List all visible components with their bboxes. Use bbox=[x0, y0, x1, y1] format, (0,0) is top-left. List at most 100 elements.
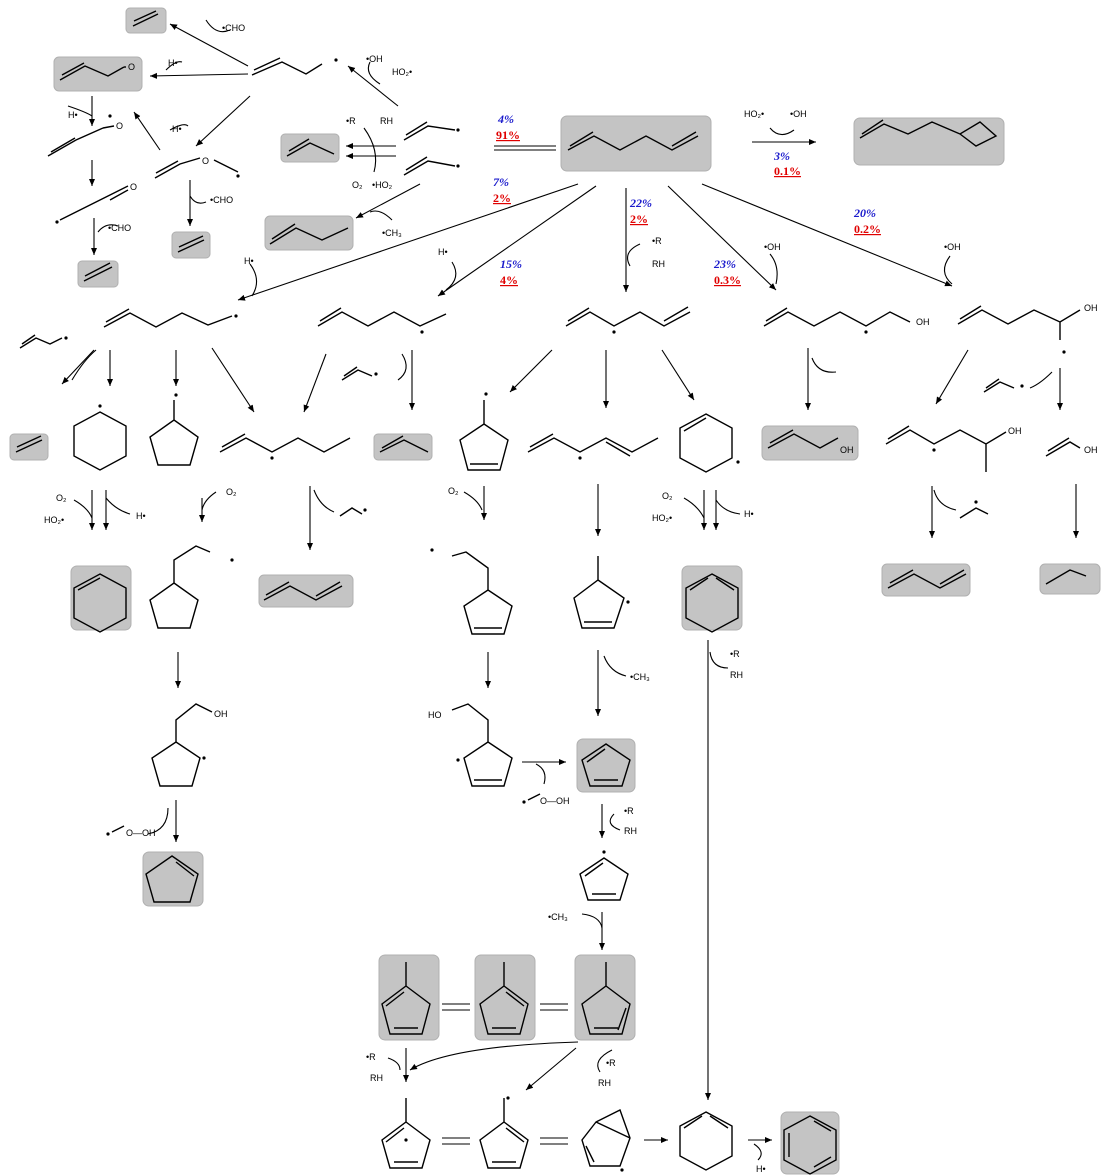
label-rh6: RH bbox=[598, 1078, 611, 1088]
cyclohexadiene-product bbox=[685, 573, 739, 633]
label-ho1: HO bbox=[428, 710, 442, 720]
label-oh7: OH bbox=[1008, 426, 1022, 436]
label-o2e: O₂ bbox=[662, 491, 673, 501]
pct-6-blue: 23% bbox=[713, 257, 736, 271]
label-r3: •R bbox=[730, 649, 740, 659]
label-o2a: O₂ bbox=[352, 180, 363, 190]
label-oh2: •OH bbox=[790, 109, 807, 119]
cyclohexenyl-radical bbox=[679, 413, 740, 473]
label-r5: •R bbox=[366, 1052, 376, 1062]
label-r2: •R bbox=[652, 236, 662, 246]
cyclopentyl-hydroperoxide bbox=[151, 703, 213, 787]
epoxide-product bbox=[859, 119, 998, 147]
label-ho2c: HO₂• bbox=[744, 109, 764, 119]
pct-4-blue: 15% bbox=[500, 257, 522, 271]
pct-5-red: 2% bbox=[630, 212, 648, 226]
hexadienyl-radical bbox=[565, 306, 691, 334]
label-h6: H• bbox=[136, 511, 146, 521]
cyclopentenyl-peroxy bbox=[430, 548, 513, 635]
propene-2 bbox=[379, 435, 429, 453]
cyclopentadienyl-radical bbox=[579, 850, 629, 901]
pct-2-blue: 3% bbox=[773, 149, 790, 163]
pentenyl-radical-1 bbox=[103, 308, 238, 328]
label-h5: H• bbox=[438, 247, 448, 257]
label-oh8: OH bbox=[1084, 445, 1098, 455]
ooh-radical-1 bbox=[106, 825, 125, 836]
label-ooh1: O—OH bbox=[126, 828, 156, 838]
pct-4-red: 4% bbox=[500, 273, 518, 287]
allyl-right bbox=[983, 378, 1024, 393]
pct-1-blue: 4% bbox=[497, 112, 514, 126]
label-cho2: •CHO bbox=[210, 195, 233, 205]
acrolein bbox=[59, 62, 126, 81]
molecules bbox=[15, 10, 1087, 1175]
arrows bbox=[61, 23, 1079, 1145]
pct-3-red: 2% bbox=[493, 191, 511, 205]
label-ch3b: •CH₃ bbox=[630, 672, 650, 682]
butadiene-2 bbox=[887, 569, 967, 589]
methylcyclopentenyl-radical bbox=[573, 556, 630, 629]
cyclohexadiene-2 bbox=[679, 1111, 733, 1171]
label-o2c: O₂ bbox=[226, 487, 237, 497]
label-h4: H• bbox=[244, 256, 254, 266]
label-rh1: RH bbox=[380, 116, 393, 126]
hexadienyl-radical-2 bbox=[527, 433, 659, 460]
reagent-labels: •CHO H• •OH HO₂• H• H• O •CHO O •CHO O O… bbox=[44, 23, 1098, 1174]
methylcyclopentadienyl-radical-2 bbox=[479, 1096, 529, 1169]
cyclohexyl-radical bbox=[73, 404, 127, 471]
vinyl-ether-radical bbox=[154, 157, 240, 179]
label-oh3: •OH bbox=[764, 242, 781, 252]
pentenol-radical bbox=[885, 425, 1007, 472]
cyclohexene-product bbox=[73, 573, 127, 633]
cyclopentene-product bbox=[145, 855, 199, 903]
label-cho3: •CHO bbox=[108, 223, 131, 233]
pct-3-blue: 7% bbox=[493, 175, 509, 189]
label-o3: O bbox=[128, 62, 135, 72]
propanal-radical bbox=[55, 185, 129, 224]
label-ooh2: O—OH bbox=[540, 796, 570, 806]
hexenol-radical-2 bbox=[957, 305, 1081, 354]
label-ch3c: •CH₃ bbox=[548, 912, 568, 922]
label-ho2e: HO₂• bbox=[652, 513, 672, 523]
methylcyclopentadiene-1 bbox=[381, 962, 431, 1035]
butene-1 bbox=[269, 223, 349, 245]
label-oh5: OH bbox=[916, 317, 930, 327]
vinyl-alcohol bbox=[1045, 437, 1081, 457]
allyloxy-radical bbox=[251, 57, 338, 76]
product-boxes bbox=[9, 7, 1101, 1175]
side-arrows bbox=[67, 19, 1053, 1161]
label-r6: •R bbox=[606, 1058, 616, 1068]
label-h3: H• bbox=[172, 124, 182, 134]
pct-2-red: 0.1% bbox=[774, 164, 801, 178]
label-rh3: RH bbox=[730, 670, 743, 680]
methylcyclopentadienyl-radical-1 bbox=[381, 1098, 431, 1169]
hexadiene-main bbox=[567, 131, 699, 151]
label-o1: O bbox=[116, 121, 123, 131]
label-ho2b: •HO₂ bbox=[372, 180, 393, 190]
label-r1: •R bbox=[346, 116, 356, 126]
label-ch3a: •CH₃ bbox=[382, 228, 402, 238]
label-r4: •R bbox=[624, 806, 634, 816]
methylcyclopentadiene-3 bbox=[581, 962, 631, 1035]
cyclopentenyl-methyl-radical bbox=[459, 392, 509, 471]
pct-7-blue: 20% bbox=[853, 206, 876, 220]
pct-5-blue: 22% bbox=[629, 196, 652, 210]
hexenol-radical bbox=[763, 307, 911, 334]
allyl-mid bbox=[341, 366, 378, 381]
acetaldehyde bbox=[1045, 569, 1087, 585]
ethylene-2 bbox=[177, 235, 205, 253]
label-h1: H• bbox=[168, 58, 178, 68]
label-o2: O bbox=[130, 182, 137, 192]
pct-1-red: 91% bbox=[496, 128, 520, 142]
label-rh5: RH bbox=[370, 1073, 383, 1083]
pct-7-red: 0.2% bbox=[854, 222, 881, 236]
label-ho2a: HO₂• bbox=[392, 67, 412, 77]
label-o4: O bbox=[202, 156, 209, 166]
allyl-left bbox=[19, 334, 68, 349]
cyclopentylmethyl-radical bbox=[149, 393, 199, 466]
label-ooh3: OH bbox=[214, 709, 228, 719]
hexenyl-radical bbox=[219, 433, 351, 460]
bicyclic-radical bbox=[581, 1109, 631, 1172]
cyclopentadiene-1 bbox=[581, 743, 631, 787]
